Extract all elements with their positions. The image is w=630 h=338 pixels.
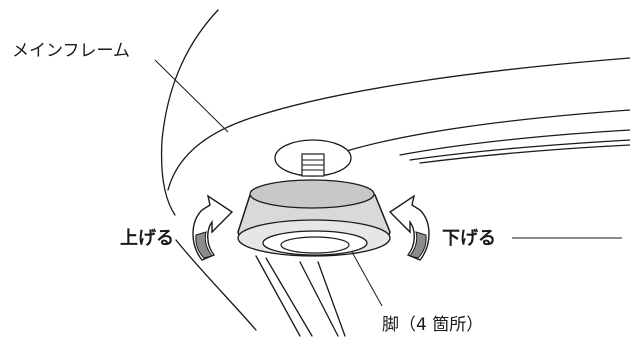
rotate-counterclockwise-arrow-icon bbox=[192, 194, 234, 261]
leveling-foot bbox=[237, 179, 391, 257]
main-frame-leader bbox=[154, 59, 229, 133]
lower-label: 下げる bbox=[442, 228, 496, 249]
foot-label: 脚（4 箇所） bbox=[382, 315, 483, 335]
foot-leader bbox=[351, 251, 383, 307]
bolt-hole bbox=[274, 139, 352, 177]
raise-label: 上げる bbox=[120, 228, 174, 249]
main-frame-label: メインフレーム bbox=[12, 41, 130, 61]
frame-legs bbox=[255, 255, 346, 337]
main-frame-structure bbox=[160, 9, 630, 331]
rotate-clockwise-arrow-icon bbox=[388, 194, 430, 261]
